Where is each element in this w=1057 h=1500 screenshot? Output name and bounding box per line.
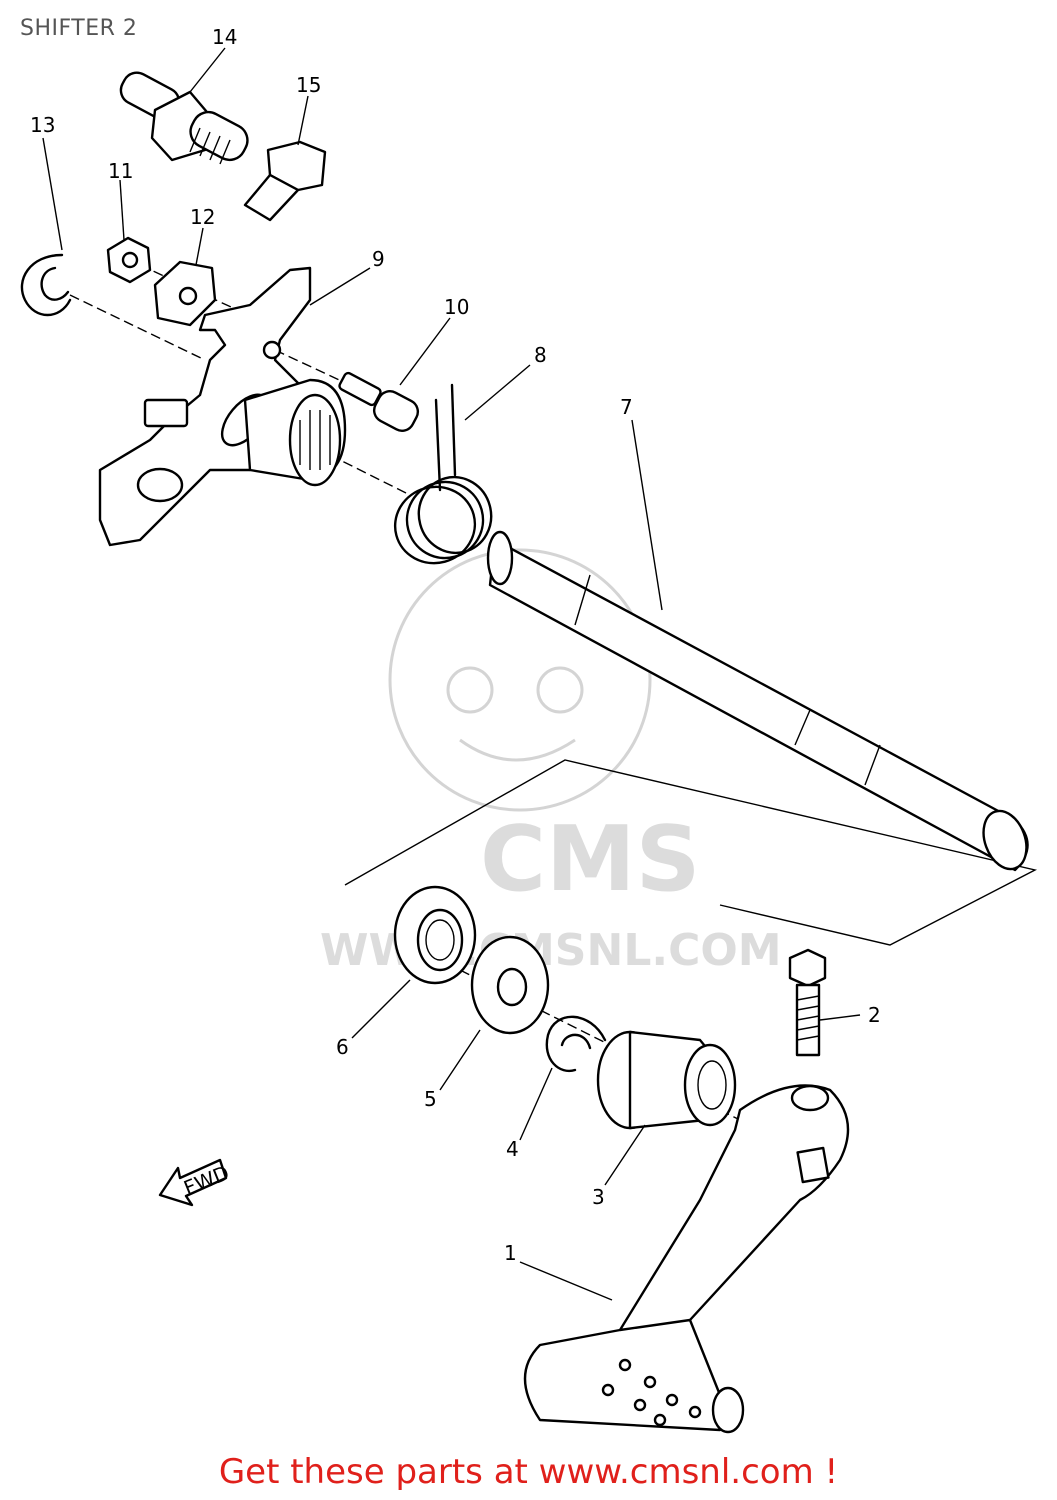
callout-11: 11 [108, 159, 133, 183]
watermark-mascot-smile [459, 738, 576, 762]
callout-6: 6 [336, 1035, 349, 1059]
callout-3: 3 [592, 1185, 605, 1209]
callout-leaders [42, 47, 861, 1301]
callout-10: 10 [444, 295, 469, 319]
part-7-shift-shaft [486, 530, 1029, 872]
watermark-mascot-eye [536, 666, 584, 714]
callout-5: 5 [424, 1087, 437, 1111]
part-4-circlip [545, 1015, 607, 1073]
callout-1: 1 [504, 1241, 517, 1265]
part-3-rubber-boot [596, 1030, 737, 1130]
callout-14: 14 [212, 25, 237, 49]
part-13-circlip [20, 253, 72, 317]
callout-7: 7 [620, 395, 633, 419]
part-10-pin [338, 371, 420, 432]
fwd-label: FWD [180, 1161, 232, 1201]
callout-12: 12 [190, 205, 215, 229]
footer-promo-link[interactable]: Get these parts at www.cmsnl.com ! [218, 1452, 839, 1492]
callout-9: 9 [372, 247, 385, 271]
watermark-brand: CMS [480, 807, 700, 912]
part-2-bolt [788, 948, 827, 1057]
callout-numbers: 1 2 3 4 5 6 7 8 9 10 11 12 13 14 15 [30, 25, 881, 1265]
callout-15: 15 [296, 73, 321, 97]
watermark-url: WWW.CMSNL.COM [320, 925, 782, 976]
part-8-spring [393, 383, 493, 565]
part-12-plate [153, 260, 217, 327]
callout-2: 2 [868, 1003, 881, 1027]
part-15-bracket [243, 140, 327, 222]
forward-direction-arrow: FWD [158, 1158, 233, 1207]
part-9-shift-arm [98, 266, 347, 547]
part-14-bolt [119, 71, 249, 165]
callout-8: 8 [534, 343, 547, 367]
watermark-mascot-head [388, 548, 652, 812]
callout-13: 13 [30, 113, 55, 137]
part-1-shift-pedal [523, 1084, 850, 1434]
page-title: SHIFTER 2 [20, 16, 138, 41]
watermark-mascot-eye [446, 666, 494, 714]
part-6-oil-seal [393, 885, 477, 985]
callout-4: 4 [506, 1137, 519, 1161]
part-11-nut [106, 236, 152, 284]
part-5-washer [470, 935, 550, 1035]
